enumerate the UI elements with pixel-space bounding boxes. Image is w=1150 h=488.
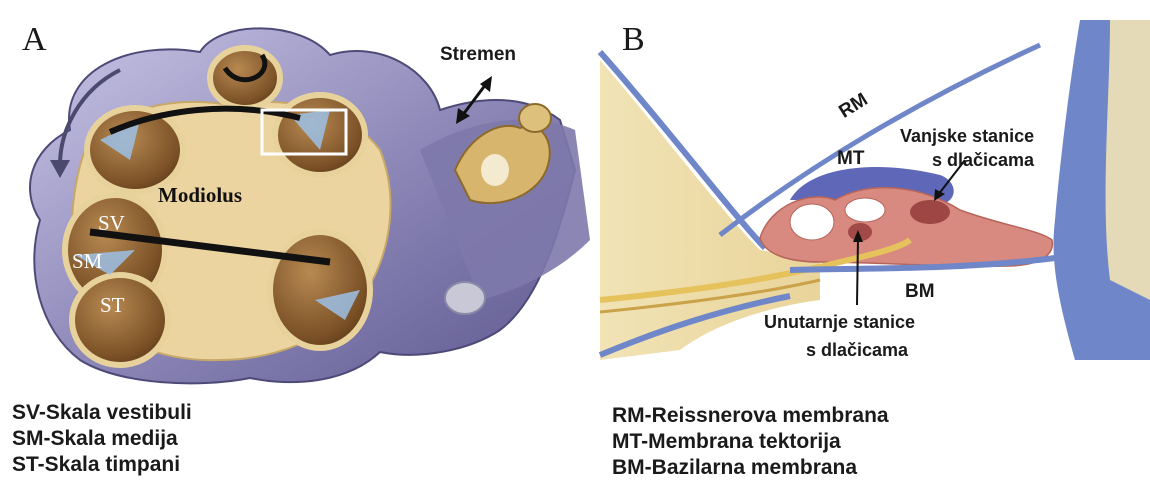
round-window	[445, 282, 485, 314]
panel-b-letter: B	[622, 21, 645, 58]
legend-right-item: BM-Bazilarna membrana	[612, 455, 889, 481]
outer-cells-label-line2: s dlačicama	[932, 150, 1035, 170]
chamber-lower-right	[270, 232, 370, 348]
outer-hair-cells	[910, 200, 950, 224]
tunnel-of-corti	[790, 204, 834, 240]
legend-right-item: RM-Reissnerova membrana	[612, 403, 889, 429]
legend-left: SV-Skala vestibuli SM-Skala medija ST-Sk…	[12, 400, 192, 478]
st-label: ST	[100, 293, 125, 317]
panel-a: A Stremen Modiolus SV SM ST	[22, 21, 590, 383]
outer-cells-label-line1: Vanjske stanice	[900, 126, 1034, 146]
inner-sulcus	[845, 198, 885, 222]
inner-cells-pointer	[857, 238, 858, 305]
sv-label: SV	[98, 211, 125, 235]
mt-label: MT	[837, 148, 865, 169]
inner-cells-label-line2: s dlačicama	[806, 340, 909, 360]
chamber-lower-left	[72, 275, 168, 365]
inner-cells-label-line1: Unutarnje stanice	[764, 312, 915, 332]
stremen-label: Stremen	[440, 44, 516, 65]
sm-label: SM	[72, 249, 103, 273]
panel-b: B RM MT BM Vanjske stanice s dlačicama U…	[600, 20, 1150, 365]
modiolus-label: Modiolus	[158, 183, 242, 207]
legend-left-item: SM-Skala medija	[12, 426, 192, 452]
panel-a-letter: A	[22, 21, 47, 58]
legend-right: RM-Reissnerova membrana MT-Membrana tekt…	[612, 403, 889, 481]
legend-right-item: MT-Membrana tektorija	[612, 429, 889, 455]
bone-right	[1106, 20, 1150, 300]
legend-left-item: ST-Skala timpani	[12, 452, 192, 478]
bm-label: BM	[905, 281, 935, 302]
legend-left-item: SV-Skala vestibuli	[12, 400, 192, 426]
